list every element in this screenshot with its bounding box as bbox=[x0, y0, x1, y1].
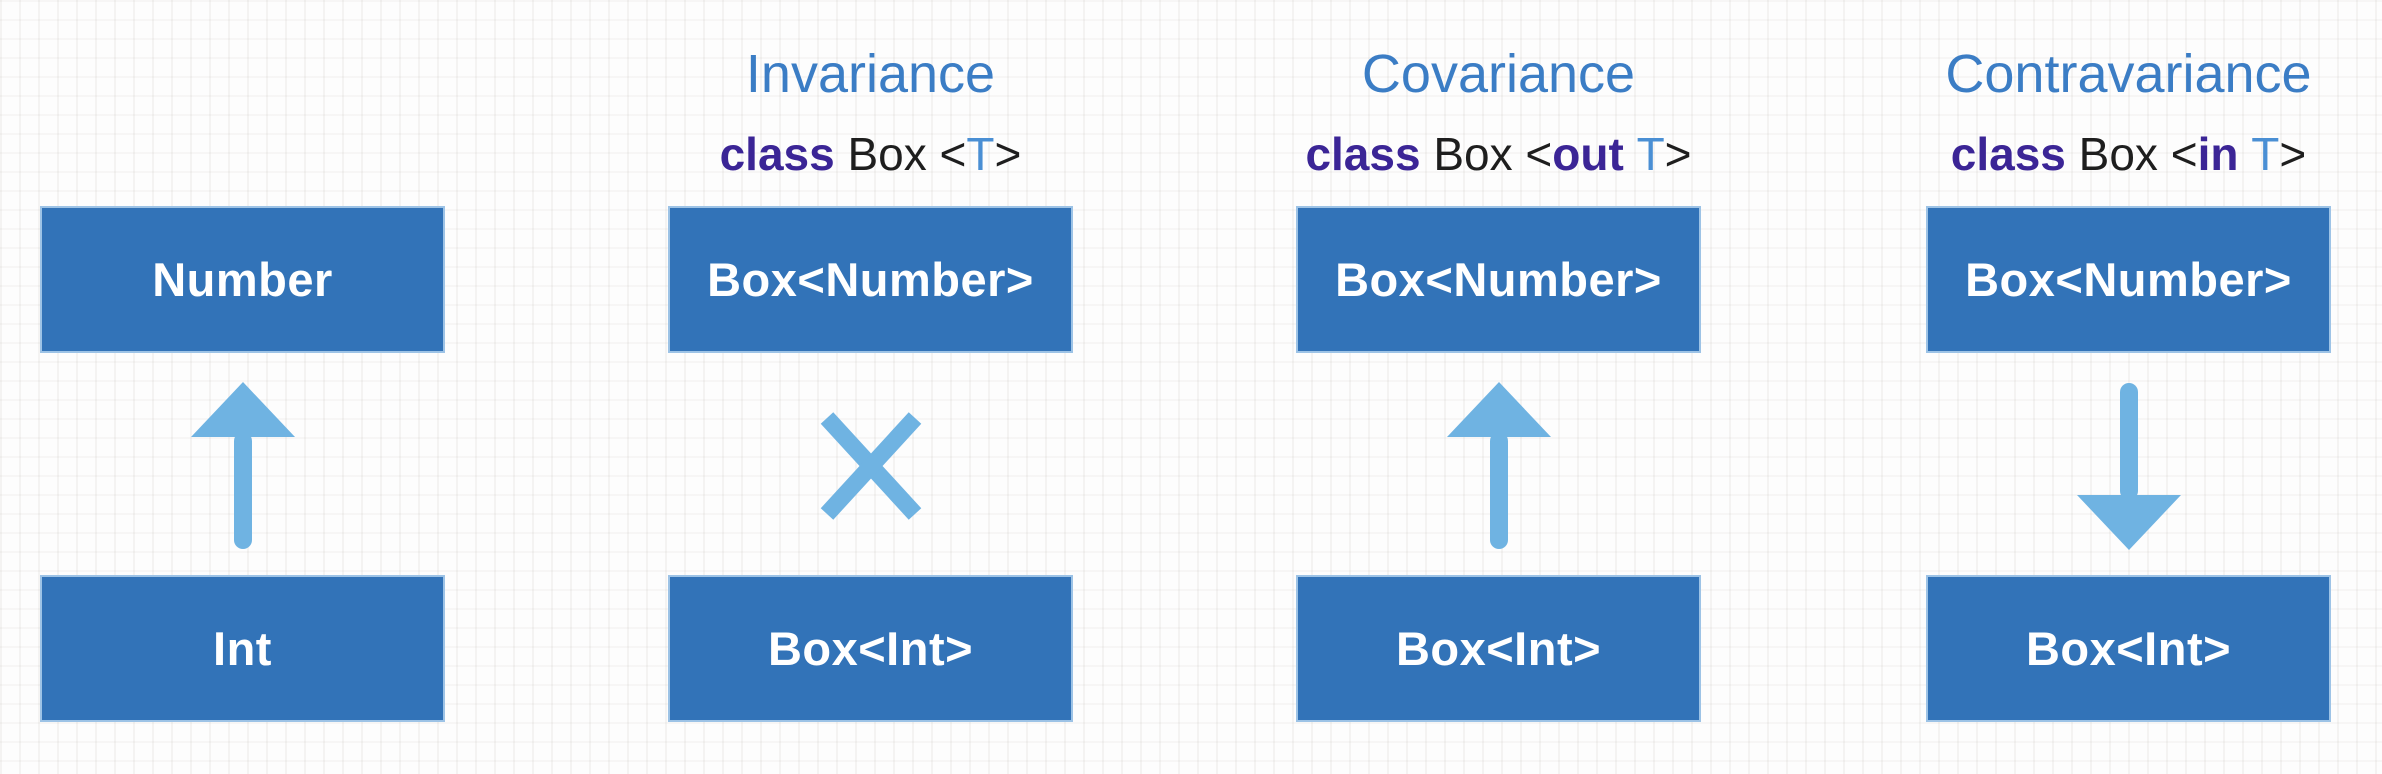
relation-zone bbox=[1415, 382, 1583, 550]
keyword-modifier: out bbox=[1552, 128, 1637, 180]
class-name: Box bbox=[834, 128, 940, 180]
keyword-class: class bbox=[1305, 128, 1421, 180]
angle-open: < bbox=[2170, 128, 2198, 180]
subtype-box: Box<Int> bbox=[1296, 575, 1701, 722]
keyword-class: class bbox=[1950, 128, 2066, 180]
type-parameter: T bbox=[1636, 128, 1665, 180]
cross-icon bbox=[815, 408, 927, 524]
column-title: Invariance bbox=[745, 44, 996, 104]
keyword-modifier: in bbox=[2197, 128, 2252, 180]
angle-close: > bbox=[2279, 128, 2307, 180]
column-covariance: Covariance class Box <out T> Box<Number>… bbox=[1296, 0, 1701, 774]
supertype-box: Box<Number> bbox=[1926, 206, 2331, 353]
angle-open: < bbox=[1525, 128, 1553, 180]
column-contravariance: Contravariance class Box <in T> Box<Numb… bbox=[1926, 0, 2331, 774]
angle-open: < bbox=[939, 128, 967, 180]
type-parameter: T bbox=[2251, 128, 2280, 180]
relation-zone bbox=[159, 382, 327, 550]
class-name: Box bbox=[2065, 128, 2171, 180]
down-arrow-icon bbox=[2076, 382, 2181, 550]
class-name: Box bbox=[1420, 128, 1526, 180]
column-plain-types: Number Int bbox=[40, 0, 445, 774]
supertype-box: Number bbox=[40, 206, 445, 353]
up-arrow-icon bbox=[190, 382, 295, 550]
relation-zone bbox=[2045, 382, 2213, 550]
angle-close: > bbox=[994, 128, 1022, 180]
column-title: Contravariance bbox=[1945, 44, 2312, 104]
angle-close: > bbox=[1664, 128, 1692, 180]
type-parameter: T bbox=[966, 128, 995, 180]
up-arrow-icon bbox=[1446, 382, 1551, 550]
keyword-class: class bbox=[719, 128, 835, 180]
class-declaration: class Box <out T> bbox=[1305, 128, 1691, 180]
subtype-box: Box<Int> bbox=[1926, 575, 2331, 722]
class-declaration: class Box <in T> bbox=[1951, 128, 2306, 180]
relation-zone bbox=[787, 382, 955, 550]
supertype-box: Box<Number> bbox=[668, 206, 1073, 353]
class-declaration: class Box <T> bbox=[720, 128, 1022, 180]
subtype-box: Int bbox=[40, 575, 445, 722]
column-invariance: Invariance class Box <T> Box<Number> Box… bbox=[668, 0, 1073, 774]
supertype-box: Box<Number> bbox=[1296, 206, 1701, 353]
subtype-box: Box<Int> bbox=[668, 575, 1073, 722]
column-title: Covariance bbox=[1361, 44, 1636, 104]
